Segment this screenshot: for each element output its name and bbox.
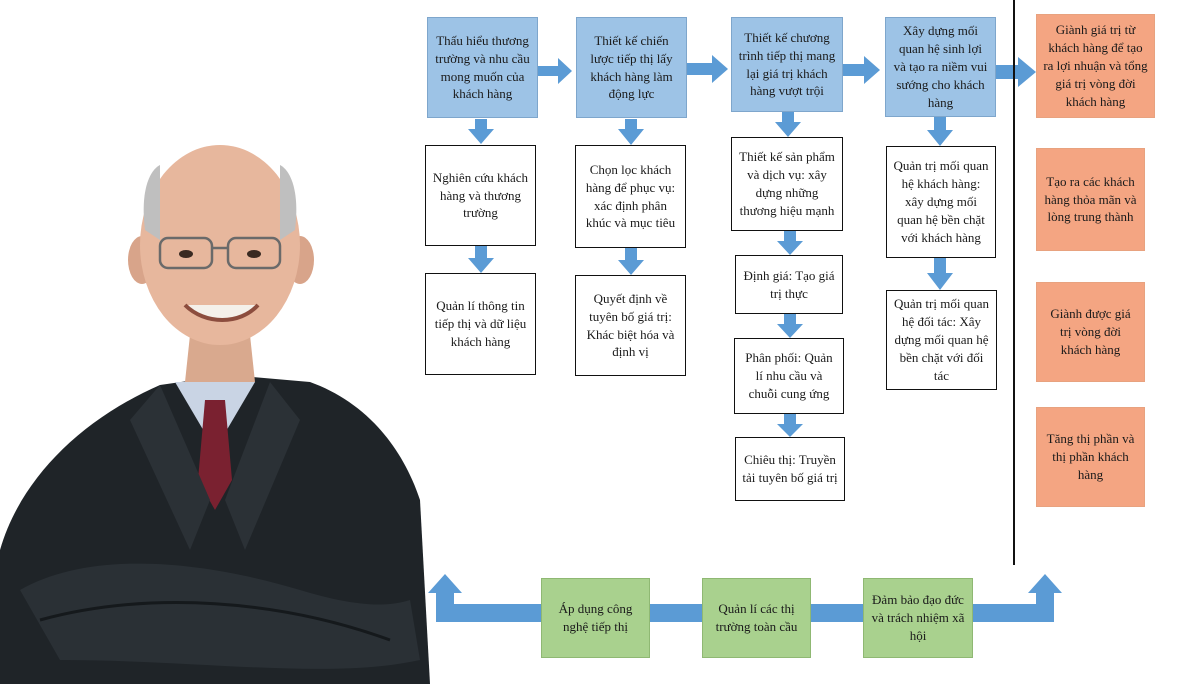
col2-segmentation: Chọn lọc khách hàng để phục vụ: xác định…: [575, 145, 686, 248]
arrow-down-icon: [927, 258, 953, 290]
col4-customer-relationship: Quản trị mối quan hệ khách hàng: xây dựn…: [886, 146, 996, 258]
step-build-relationships: Xây dựng mối quan hệ sinh lợi và tạo ra …: [885, 17, 996, 117]
bottom-technology: Áp dụng công nghệ tiếp thị: [541, 578, 650, 658]
arrow-down-icon: [927, 117, 953, 146]
outcome-capture-value: Giành giá trị từ khách hàng để tạo ra lợ…: [1036, 14, 1155, 118]
arrow-down-icon: [775, 112, 801, 137]
col1-information: Quản lí thông tin tiếp thị và dữ liệu kh…: [425, 273, 536, 375]
col1-research: Nghiên cứu khách hàng và thương trường: [425, 145, 536, 246]
arrow-down-icon: [468, 119, 494, 144]
col3-product: Thiết kế sản phẩm và dịch vụ: xây dựng n…: [731, 137, 843, 231]
arrow-down-icon: [777, 231, 803, 255]
arrow-down-icon: [618, 119, 644, 145]
arrow-down-icon: [777, 414, 803, 437]
arrow-down-icon: [468, 246, 494, 273]
col2-value-proposition: Quyết định về tuyên bố giá trị: Khác biệ…: [575, 275, 686, 376]
vertical-divider: [1013, 0, 1015, 565]
arrow-down-icon: [777, 314, 803, 338]
outcome-lifetime-value: Giành được giá trị vòng đời khách hàng: [1036, 282, 1145, 382]
arrow-right-icon: [843, 56, 880, 84]
step-design-strategy: Thiết kế chiến lược tiếp thị lấy khách h…: [576, 17, 687, 118]
outcome-satisfied-customers: Tạo ra các khách hàng thỏa mãn và lòng t…: [1036, 148, 1145, 251]
col3-price: Định giá: Tạo giá trị thực: [735, 255, 843, 314]
bottom-global-markets: Quản lí các thị trường toàn cầu: [702, 578, 811, 658]
portrait-photo: [0, 145, 430, 684]
col3-promotion: Chiêu thị: Truyền tải tuyên bố giá trị: [735, 437, 845, 501]
col3-distribution: Phân phối: Quản lí nhu cầu và chuỗi cung…: [734, 338, 844, 414]
arrow-right-icon: [538, 58, 572, 84]
arrow-down-icon: [618, 248, 644, 275]
col4-partner-relationship: Quản trị mối quan hệ đối tác: Xây dựng m…: [886, 290, 997, 390]
outcome-market-share: Tăng thị phần và thị phần khách hàng: [1036, 407, 1145, 507]
arrow-right-icon: [687, 55, 728, 83]
step-design-program: Thiết kế chương trình tiếp thị mang lại …: [731, 17, 843, 112]
bottom-ethics: Đảm bảo đạo đức và trách nhiệm xã hội: [863, 578, 973, 658]
arrow-right-icon: [996, 57, 1036, 87]
step-understand-market: Thấu hiểu thương trường và nhu cầu mong …: [427, 17, 538, 118]
